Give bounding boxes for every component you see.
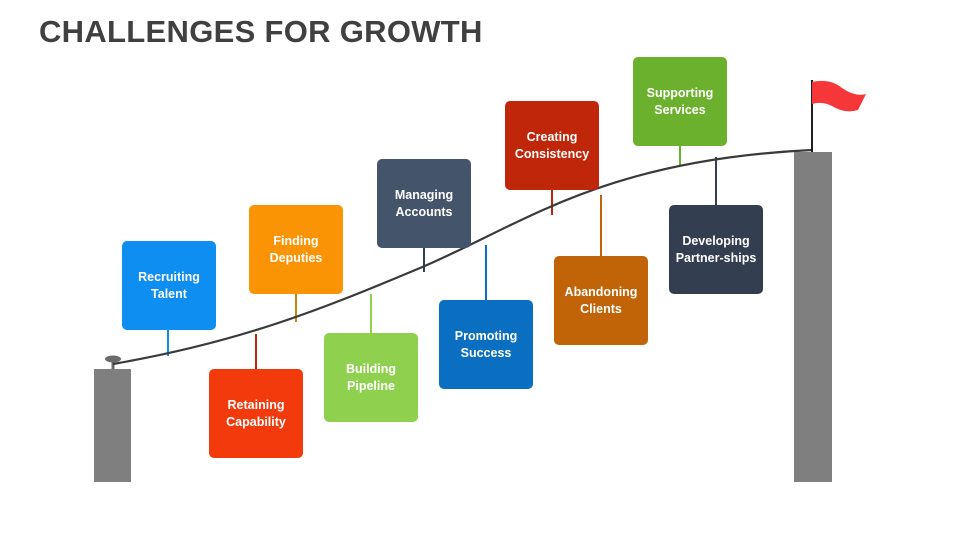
step-label-line2: Services — [654, 102, 706, 117]
start-pillar — [94, 369, 131, 482]
step-label-line1: Finding — [273, 233, 319, 248]
step-label-line1: Building — [346, 361, 396, 376]
growth-curve — [112, 148, 813, 366]
step-label-line2: Capability — [226, 414, 286, 429]
step-label-line2: Consistency — [514, 146, 590, 161]
step-label-line1: Retaining — [227, 397, 285, 412]
step-label-line2: Clients — [580, 301, 622, 316]
step-label-line2: Talent — [151, 286, 187, 301]
step-label-line1: Abandoning — [564, 284, 638, 299]
step-label-line1: Creating — [526, 129, 578, 144]
step-label-line1: Promoting — [454, 328, 518, 343]
step-label-line2: Pipeline — [347, 378, 395, 393]
step-label-line1: Developing — [682, 233, 750, 248]
step-label-line2: Success — [460, 345, 512, 360]
anchor-hook-icon — [105, 355, 121, 369]
step-label-line2: Deputies — [269, 250, 323, 265]
step-label-line2: Partner-ships — [675, 250, 757, 265]
step-label-line1: Supporting — [646, 85, 714, 100]
page-title: CHALLENGES FOR GROWTH — [39, 14, 483, 49]
step-label-line1: Managing — [394, 187, 454, 202]
step-label-line1: Recruiting — [138, 269, 200, 284]
step-label-line2: Accounts — [395, 204, 453, 219]
end-pillar — [794, 152, 832, 482]
flag-icon — [811, 80, 866, 152]
